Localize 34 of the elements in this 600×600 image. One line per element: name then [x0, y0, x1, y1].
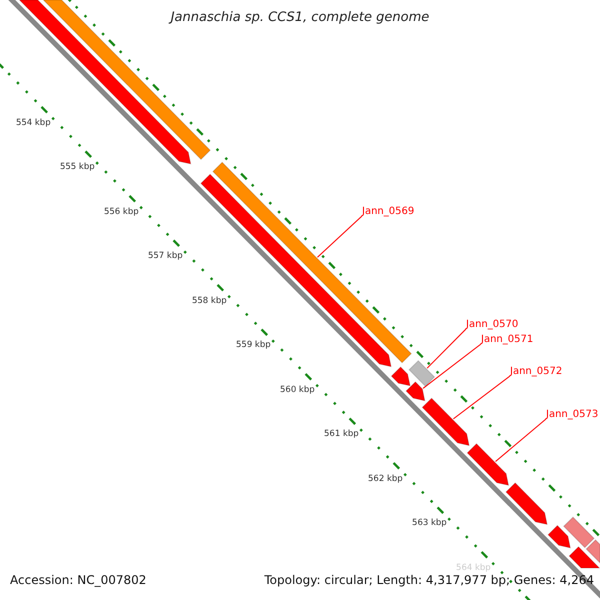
scale-label: 560 kbp — [280, 384, 315, 395]
leader-line — [316, 216, 362, 258]
scale-label: 558 kbp — [192, 296, 227, 306]
leader-line — [426, 328, 466, 369]
gene-bar — [563, 516, 595, 548]
gene-bar — [390, 366, 411, 386]
gene-bar — [568, 546, 600, 568]
gene-bar — [408, 360, 436, 387]
scale-label: 562 kbp — [368, 474, 403, 484]
gene-bar — [212, 162, 412, 364]
scale-label: 561 kbp — [324, 429, 359, 440]
gene-bar — [405, 381, 426, 402]
accession-text: Accession: NC_007802 — [9, 573, 148, 587]
gene-label: Jann_0573 — [546, 409, 598, 420]
gene-label: Jann_0569 — [362, 206, 414, 217]
scale-label: 557 kbp — [148, 251, 183, 262]
leader-line — [422, 344, 482, 389]
leader-line — [495, 418, 546, 462]
gene-label: Jann_0572 — [510, 366, 562, 377]
scale-label: 563 kbp — [412, 518, 447, 528]
gene-bar — [586, 539, 600, 564]
gene-label: Jann_0570 — [466, 319, 518, 330]
gene-label: Jann_0571 — [481, 334, 534, 345]
scale-label: 555 kbp — [60, 162, 95, 172]
scale-label: 559 kbp — [236, 340, 271, 350]
gene-bar — [466, 443, 510, 486]
scale-label: 556 kbp — [104, 206, 139, 217]
title: Jannaschia sp. CCS1, complete genome — [170, 10, 430, 25]
gene-bar — [422, 398, 470, 446]
leader-line — [452, 376, 510, 420]
summary-text: Topology: circular; Length: 4,317,977 bp; Genes: 4,264 — [263, 573, 595, 587]
gene-bar — [547, 524, 571, 549]
scale-label: 554 kbp — [16, 118, 51, 128]
gene-bar — [505, 482, 548, 526]
